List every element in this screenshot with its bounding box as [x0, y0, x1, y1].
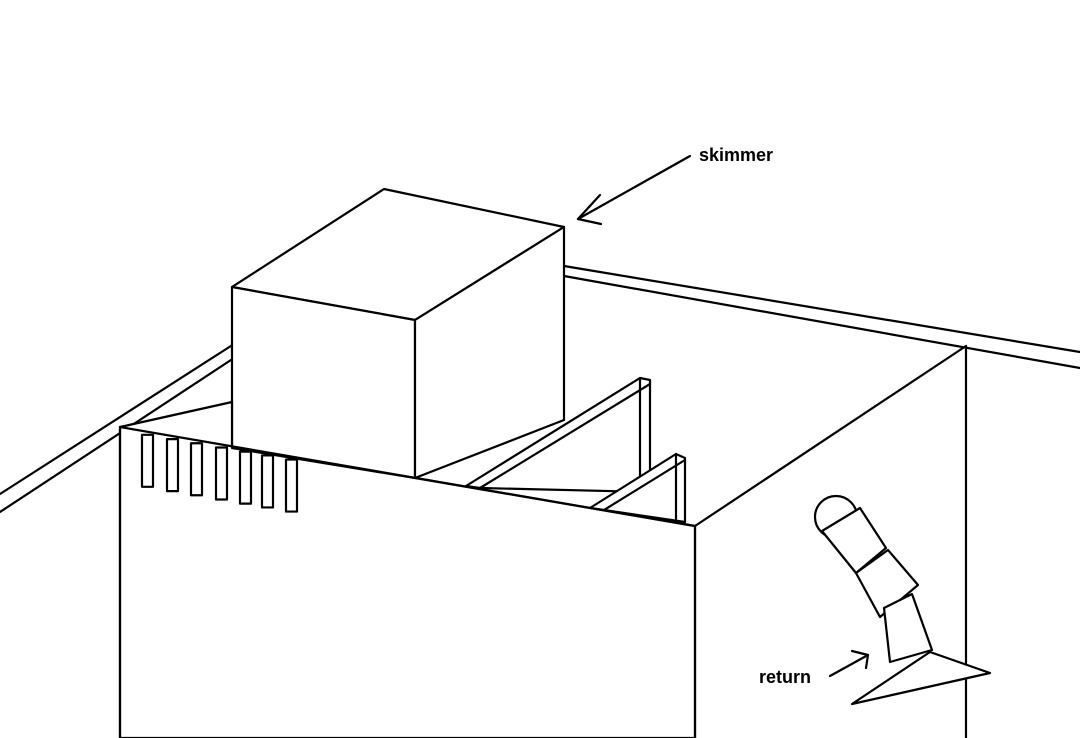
overflow-tooth — [165, 437, 180, 493]
skimmer-label: skimmer — [699, 145, 774, 165]
back-rim-right — [562, 264, 1080, 370]
return-arrow — [828, 649, 870, 678]
overflow-teeth — [140, 433, 299, 513]
overflow-tooth — [284, 458, 299, 513]
return-nozzle — [813, 494, 992, 706]
back-rim-left — [0, 342, 236, 514]
overflow-tooth — [260, 454, 275, 509]
overflow-tooth — [189, 442, 204, 497]
return-label: return — [759, 667, 812, 687]
skimmer-box — [230, 187, 566, 480]
sump-top-edge — [118, 425, 697, 738]
overflow-tooth — [214, 446, 229, 501]
overflow-tooth — [140, 433, 155, 488]
overflow-tooth — [238, 450, 253, 505]
skimmer-arrow — [576, 154, 692, 226]
